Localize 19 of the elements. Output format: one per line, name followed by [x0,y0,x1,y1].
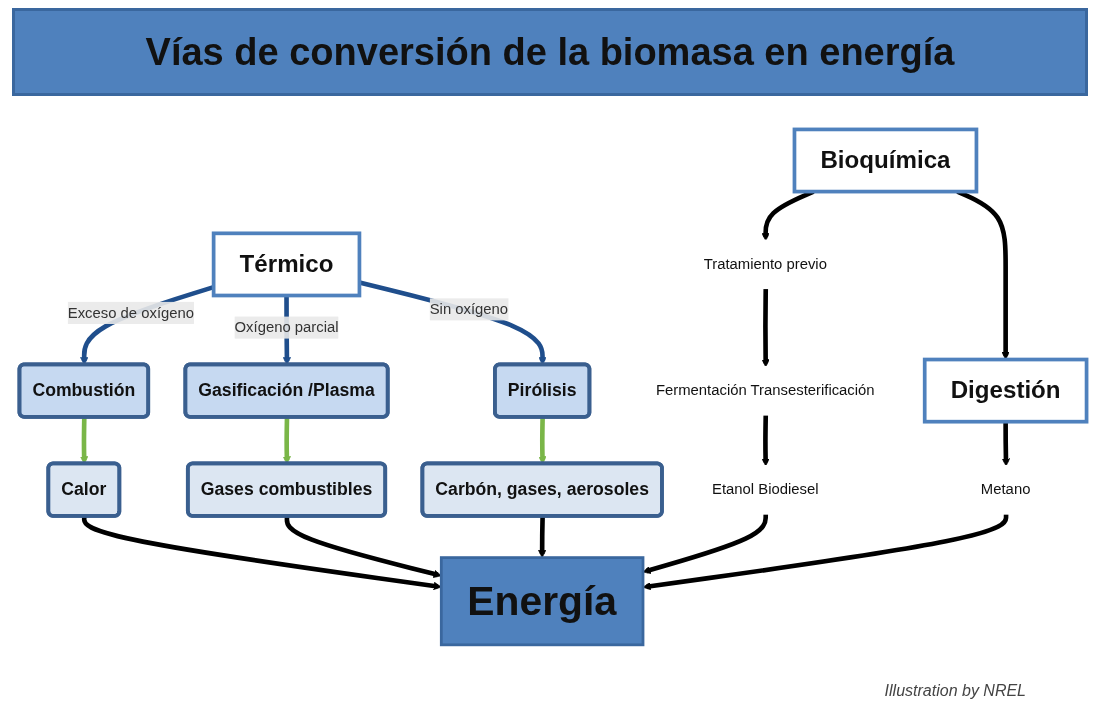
node-text: Etanol Biodiesel [712,481,819,497]
node-text: Fermentación Transesterificación [655,382,875,398]
caption: Illustration by NREL [884,682,1026,700]
node-box: Bioquímica [792,127,979,194]
node-box: Energía [439,556,645,647]
node-text: Tratamiento previo [703,255,827,272]
arrow [761,288,770,368]
arrow [1001,421,1011,467]
edge-label: Exceso de oxígeno [67,304,195,321]
arrow [538,516,547,558]
title-banner: Vías de conversión de la biomasa en energía [12,8,1088,96]
arrow [761,415,770,467]
edge-label: Oxígeno parcial [234,319,339,335]
node-text: Metano [980,481,1031,497]
node-box: Térmico [211,231,362,298]
arrow [284,516,442,578]
edge-label: Sin oxígeno [429,300,509,317]
node-box: Digestión [922,357,1089,424]
arrow [81,516,442,590]
